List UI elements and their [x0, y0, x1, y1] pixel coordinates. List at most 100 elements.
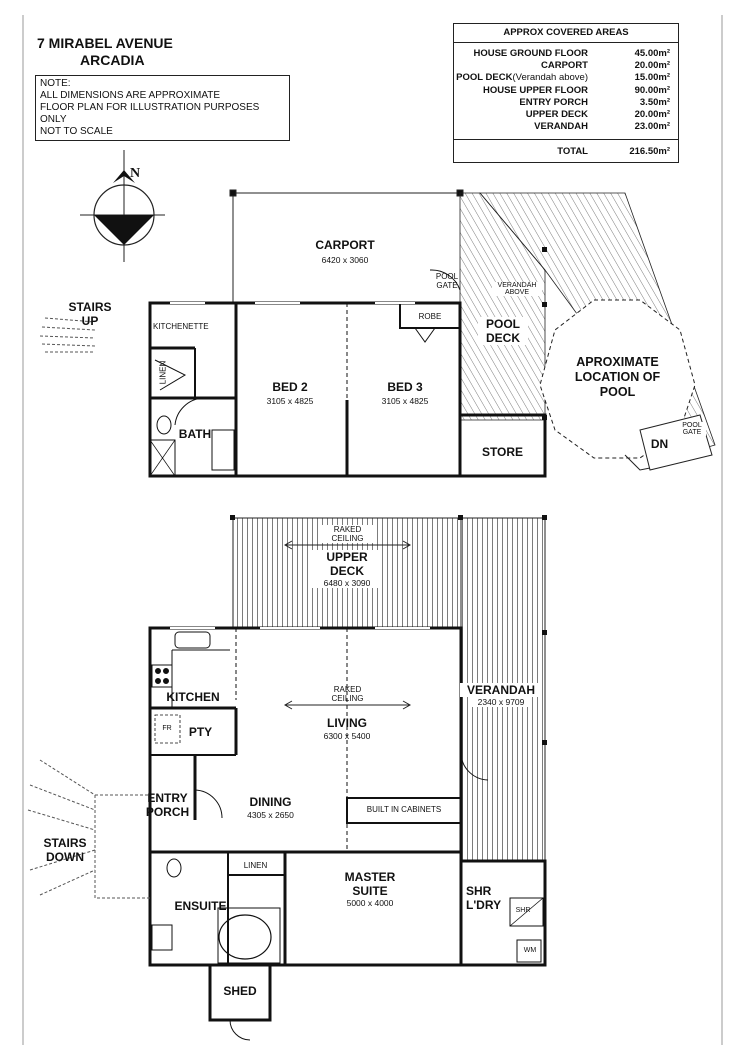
areas-row-label: UPPER DECK — [526, 109, 588, 120]
master-suite-label: MASTER SUITE — [330, 870, 410, 898]
linen-label-ground: LINEN — [158, 360, 168, 385]
upper-deck-ceiling-line1: RAKED — [333, 525, 362, 534]
note-line2: FLOOR PLAN FOR ILLUSTRATION PURPOSES ONL… — [40, 102, 260, 125]
areas-row-label: CARPORT — [541, 60, 588, 71]
carport-label: CARPORT — [315, 238, 375, 252]
verandah-above-line1: VERANDAH — [497, 282, 537, 289]
store-label: STORE — [481, 445, 524, 459]
dn-label: DN — [647, 437, 672, 451]
upper-floor-walls — [148, 626, 547, 1041]
shed-label: SHED — [223, 984, 257, 998]
pool-deck-label: POOL DECK — [478, 317, 528, 345]
note-line3: NOT TO SCALE — [40, 126, 113, 137]
verandah-posts — [230, 515, 547, 745]
linen-label-upper: LINEN — [243, 861, 268, 870]
bath-label: BATH — [178, 427, 212, 441]
covered-areas-table: APPROX COVERED AREAS HOUSE GROUND FLOOR 4… — [453, 23, 679, 163]
master-suite-dim: 5000 x 4000 — [346, 898, 394, 908]
pool-deck-line1: POOL — [485, 317, 520, 331]
bed3-label: BED 3 — [387, 380, 423, 394]
disclaimer-note: NOTE: ALL DIMENSIONS ARE APPROXIMATE FLO… — [35, 75, 290, 141]
stairs-down-line2: DOWN — [46, 850, 84, 864]
address-line1: 7 MIRABEL AVENUE — [37, 35, 173, 51]
upper-deck-dim: 6480 x 3090 — [312, 578, 382, 588]
areas-title: APPROX COVERED AREAS — [454, 24, 678, 43]
raked-ceiling-arrows — [283, 540, 412, 710]
dining-dim: 4305 x 2650 — [247, 810, 294, 820]
areas-row-label-text: UPPER DECK — [525, 109, 588, 120]
areas-row-value: 23.00m² — [634, 121, 670, 133]
shr-ldry-line1: SHR — [466, 884, 492, 898]
areas-row-value: 15.00m² — [634, 72, 670, 84]
areas-row-value: 90.00m² — [634, 84, 670, 96]
shr-ldry-line2: L'DRY — [466, 898, 502, 912]
stairs-down-line1: STAIRS — [43, 836, 87, 850]
areas-row-value: 20.00m² — [634, 60, 670, 72]
built-in-cabinets-label: BUILT IN CABINETS — [366, 805, 442, 814]
address-line2: ARCADIA — [80, 52, 145, 68]
verandah-above-label: VERANDAH ABOVE — [492, 282, 542, 296]
areas-row-label-text: CARPORT — [541, 60, 588, 72]
areas-row-label: HOUSE GROUND FLOOR — [473, 48, 588, 59]
master-suite-line2: SUITE — [352, 884, 388, 898]
stairs-up-icon — [39, 317, 96, 353]
areas-row-value: 45.00m² — [634, 48, 670, 59]
ensuite-label: ENSUITE — [174, 899, 227, 913]
living-label: LIVING — [326, 716, 367, 730]
areas-row-value: 20.00m² — [634, 109, 670, 120]
pty-label: PTY — [188, 725, 213, 739]
living-ceiling-line2: CEILING — [331, 694, 364, 703]
areas-row-label-note: (Verandah above) — [512, 72, 588, 84]
upper-deck-ceiling-line2: CEILING — [331, 534, 364, 543]
pool-line1: APROXIMATE — [576, 355, 659, 369]
pool-line2: LOCATION OF — [574, 370, 661, 384]
kitchen-label: KITCHEN — [166, 690, 220, 704]
note-title: NOTE: — [40, 78, 71, 89]
carport-dim: 6420 x 3060 — [321, 255, 369, 265]
pool-gate-1-line2: GATE — [436, 281, 458, 290]
areas-row-label-text: HOUSE GROUND FLOOR — [473, 48, 588, 59]
address-title: 7 MIRABEL AVENUE ARCADIA — [37, 35, 237, 69]
pool-outline — [539, 299, 696, 459]
entry-porch-line2: PORCH — [145, 805, 190, 819]
bed3-dim: 3105 x 4825 — [381, 396, 429, 406]
compass-north-label: N — [130, 166, 141, 181]
master-suite-line1: MASTER — [344, 870, 396, 884]
bed2-dim: 3105 x 4825 — [266, 396, 314, 406]
upper-deck-line1: UPPER — [326, 550, 368, 564]
verandah-dim: 2340 x 9709 — [470, 697, 532, 707]
dining-label: DINING — [249, 795, 292, 809]
note-line1: ALL DIMENSIONS ARE APPROXIMATE — [40, 90, 221, 101]
kitchenette-label: KITCHENETTE — [153, 322, 209, 331]
pool-gate-label-1: POOL GATE — [432, 272, 462, 290]
living-ceiling-line1: RAKED — [333, 685, 362, 694]
pool-gate-label-2: POOL GATE — [678, 422, 706, 436]
stairs-up-label: STAIRS UP — [55, 300, 125, 328]
compass-icon — [80, 150, 165, 262]
shower-label: SHR — [515, 907, 531, 914]
pool-deck-line2: DECK — [485, 331, 520, 345]
upper-deck-line2: DECK — [329, 564, 364, 578]
areas-row-label: HOUSE UPPER FLOOR — [483, 85, 588, 96]
living-dim: 6300 x 5400 — [323, 731, 371, 741]
entry-porch-line1: ENTRY — [147, 791, 188, 805]
bed2-label: BED 2 — [272, 380, 308, 394]
pool-gate-2-line2: GATE — [682, 429, 702, 436]
stairs-up-line2: UP — [81, 314, 99, 328]
pool-location-label: APROXIMATE LOCATION OF POOL — [560, 355, 675, 400]
areas-row-label: VERANDAH — [534, 121, 588, 132]
washing-machine-label: WM — [523, 947, 537, 954]
pool-line3: POOL — [599, 385, 636, 399]
living-raked-ceiling: RAKED CEILING — [320, 685, 375, 703]
fridge-label: FR — [162, 725, 172, 732]
areas-row-label-text: POOL DECK — [456, 72, 513, 84]
robe-label: ROBE — [418, 312, 442, 321]
stairs-down-icon — [27, 759, 150, 899]
areas-row-label-text: VERANDAH — [534, 121, 588, 133]
stairs-up-line1: STAIRS — [68, 300, 112, 314]
ground-floor-walls — [148, 269, 547, 478]
pool-gate-2-line1: POOL — [682, 422, 702, 429]
upper-deck-label: UPPER DECK — [312, 550, 382, 578]
